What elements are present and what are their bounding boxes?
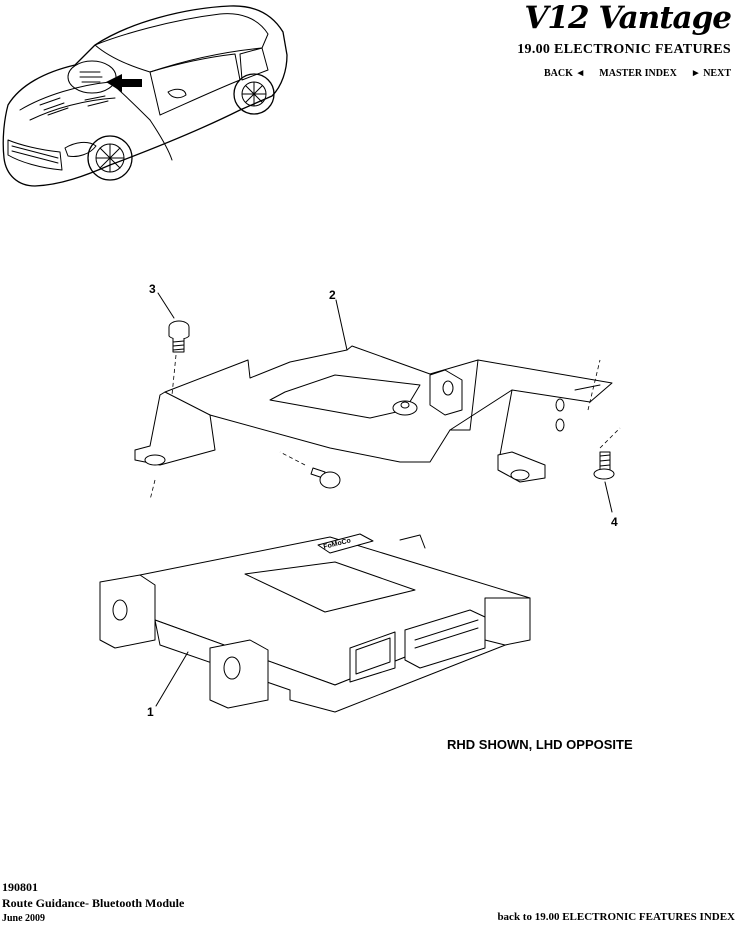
- callout-2: 2: [329, 288, 336, 302]
- callout-4: 4: [611, 515, 618, 529]
- document-code: 190801: [2, 880, 38, 894]
- master-index-link[interactable]: MASTER INDEX: [599, 68, 677, 79]
- nav-bar: BACK ◄ MASTER INDEX ► NEXT: [544, 68, 731, 79]
- screw-part-4: [587, 359, 621, 480]
- orientation-note: RHD SHOWN, LHD OPPOSITE: [447, 737, 633, 752]
- callout-3: 3: [149, 282, 156, 296]
- back-link[interactable]: BACK ◄: [544, 68, 586, 79]
- brand-logo: V12 Vantage: [524, 0, 732, 36]
- back-to-index-link[interactable]: back to 19.00 ELECTRONIC FEATURES INDEX: [497, 911, 735, 923]
- screw-part-3: [168, 320, 190, 396]
- section-title: 19.00 ELECTRONIC FEATURES: [517, 42, 731, 57]
- bluetooth-module-part: FoMoCo: [99, 533, 531, 713]
- next-link[interactable]: ► NEXT: [690, 68, 731, 79]
- screw-part-loose: [279, 451, 341, 489]
- document-date: June 2009: [2, 913, 46, 924]
- parts-diagram: FoMoCo: [99, 292, 621, 713]
- document-title: Route Guidance- Bluetooth Module: [2, 896, 185, 910]
- bracket-part: [134, 345, 613, 483]
- callout-1: 1: [147, 705, 154, 719]
- car-location-illustration: [2, 5, 288, 187]
